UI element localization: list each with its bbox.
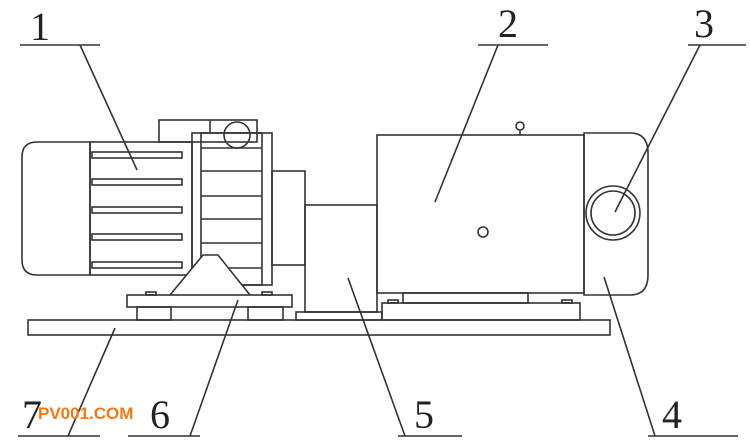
label-4: 4 (662, 392, 682, 437)
mount-plate (126, 254, 293, 321)
label-5: 5 (414, 392, 434, 437)
pump-body (376, 121, 585, 321)
label-1: 1 (30, 4, 50, 49)
label-3: 3 (694, 1, 714, 46)
end-cap (583, 132, 649, 296)
port-ring (585, 185, 641, 241)
coupling-base (295, 311, 383, 321)
motor (21, 119, 258, 276)
label-2: 2 (498, 1, 518, 46)
coupling-block (304, 204, 378, 313)
label-7: 7 (22, 392, 42, 437)
label-6: 6 (150, 392, 170, 437)
leader-lines (18, 44, 746, 437)
watermark: PV001.COM (38, 404, 133, 423)
base-plate (27, 319, 611, 336)
